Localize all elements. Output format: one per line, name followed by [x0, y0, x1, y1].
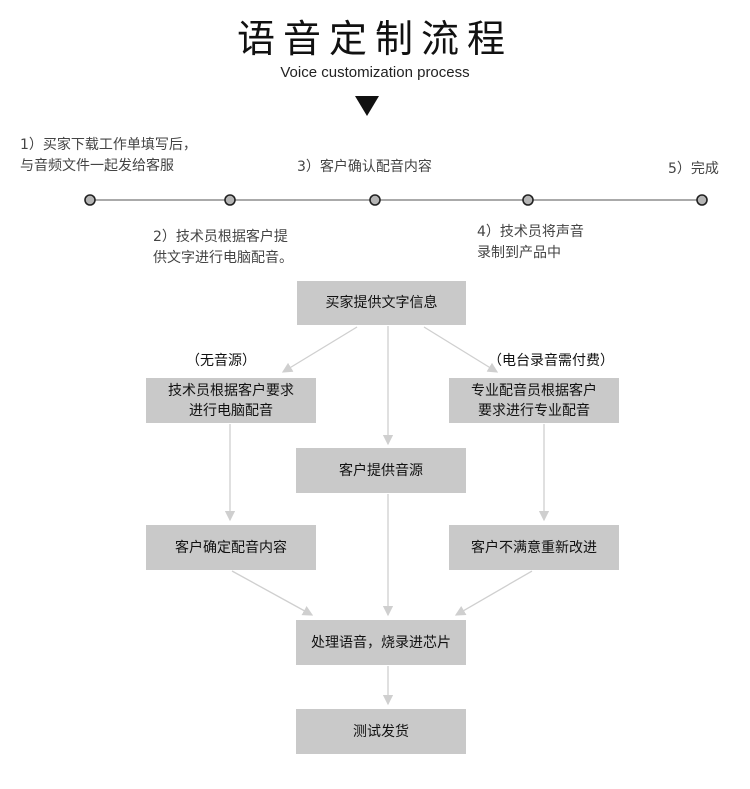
paid-recording-note: （电台录音需付费）	[488, 353, 614, 369]
improve-box: 客户不满意重新改进	[449, 525, 619, 570]
timeline-dot	[696, 194, 708, 206]
timeline-dot	[224, 194, 236, 206]
timeline-step-4: 4）技术员将声音录制到产品中	[477, 224, 584, 261]
arrow	[423, 326, 499, 373]
timeline-step-5: 5）完成	[668, 161, 719, 177]
ship-box: 测试发货	[296, 709, 466, 754]
page-subtitle: Voice customization process	[280, 64, 470, 81]
timeline-dot	[84, 194, 96, 206]
no-source-note: （无音源）	[186, 353, 256, 369]
confirm-content-box: 客户确定配音内容	[146, 525, 316, 570]
timeline-step-1: 1）买家下载工作单填写后，与音频文件一起发给客服	[20, 137, 197, 174]
down-triangle-icon	[355, 96, 379, 116]
timeline-step-2: 2）技术员根据客户提供文字进行电脑配音。	[153, 229, 293, 266]
arrow	[281, 326, 358, 373]
page-title: 语音定制流程	[236, 17, 513, 61]
customer-source-box: 客户提供音源	[296, 448, 466, 493]
pro-voice-box: 专业配音员根据客户要求进行专业配音	[449, 378, 619, 423]
timeline-step-3: 3）客户确认配音内容	[297, 159, 432, 175]
computer-voice-box: 技术员根据客户要求进行电脑配音	[146, 378, 316, 423]
timeline-dot	[522, 194, 534, 206]
timeline-dots	[84, 194, 708, 206]
process-box: 处理语音，烧录进芯片	[296, 620, 466, 665]
flow-start-box: 买家提供文字信息	[297, 281, 466, 325]
timeline-dot	[369, 194, 381, 206]
arrow	[231, 570, 314, 616]
arrow	[454, 570, 533, 616]
